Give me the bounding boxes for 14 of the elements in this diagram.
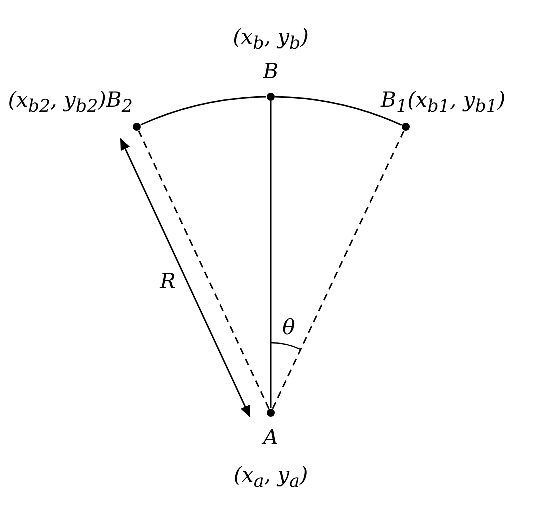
point-label: B bbox=[263, 60, 279, 84]
point-label: (x$_{b2}$, y$_{b2}$)B$_{2}$ bbox=[8, 88, 133, 118]
point-label: (x$_{a}$, y$_{a}$) bbox=[234, 464, 308, 492]
arc-line bbox=[275, 96, 402, 126]
dashed-line bbox=[138, 130, 270, 410]
dashed-line bbox=[272, 130, 405, 410]
double-arrow bbox=[120, 138, 251, 418]
point-label: (x$_{b}$, y$_{b}$) bbox=[233, 26, 309, 54]
edge-label: R bbox=[160, 270, 176, 294]
line bbox=[270, 102, 272, 408]
angle-label: θ bbox=[282, 316, 296, 340]
arc-line bbox=[140, 96, 267, 126]
point-label: B$_{1}$(x$_{b1}$, y$_{b1}$) bbox=[381, 88, 506, 118]
point-label: A bbox=[263, 426, 279, 450]
